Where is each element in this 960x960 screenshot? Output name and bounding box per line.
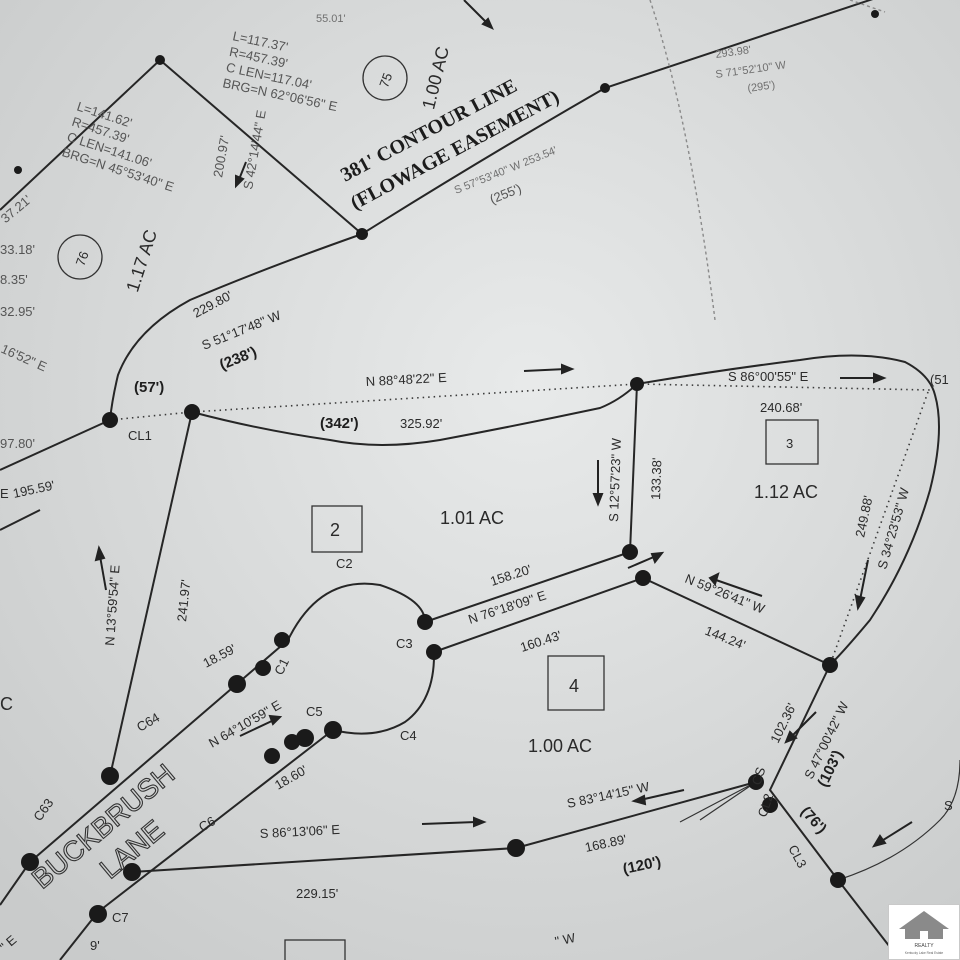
curve-c4: C4: [400, 728, 417, 743]
parcel-2-area: 1.01 AC: [440, 508, 504, 528]
parcel-2-box: [311, 505, 363, 553]
parcel-76-number: 76: [73, 249, 92, 268]
realtor-logo: REALTY Kentucky Lake Real Estate: [888, 904, 960, 960]
line-cs: CS: [749, 765, 769, 787]
record-distance-57: (57'): [134, 379, 164, 396]
road-line-north: [29, 639, 289, 863]
distance-133: 133.38': [648, 457, 664, 500]
distance-32: 32.95': [0, 304, 35, 319]
curve-76-line: [159, 59, 363, 235]
distance-325: 325.92': [400, 416, 442, 431]
house-icon: [899, 911, 949, 939]
curve-c7: C7: [112, 910, 129, 925]
lot2-3-divider: [629, 383, 638, 553]
contour-wavy: [191, 383, 638, 446]
parcel-75-number: 75: [376, 71, 395, 90]
west-road-line-2: [0, 509, 41, 531]
parcel-4-box: [547, 655, 605, 711]
parcel-76-circle: [57, 234, 103, 280]
cul-de-sac: [287, 582, 426, 641]
logo-line-2: Kentucky Lake Real Estate: [905, 951, 943, 955]
curve-c5: C5: [306, 704, 323, 719]
edge-e: E: [0, 486, 9, 501]
line-cl2: CL2: [755, 792, 777, 819]
parcel-3-area: 1.12 AC: [754, 482, 818, 502]
parcel-2-number: 2: [330, 520, 340, 540]
east-faint-line: [837, 759, 960, 881]
parcel-4-area: 1.00 AC: [528, 736, 592, 756]
west-road-line: [0, 419, 111, 471]
distance-55: 55.01': [316, 13, 346, 25]
distance-241: 241.97': [174, 579, 193, 623]
line-cl1: CL1: [128, 428, 152, 443]
parcel-3-box: [765, 419, 819, 465]
distance-8: 8.35': [0, 272, 28, 287]
curve-c6: C6: [196, 813, 218, 834]
bearing-lot2-west: N 13°59'54" E: [102, 564, 123, 646]
parcel-edge-box: [284, 939, 346, 960]
contour-line-upper: [361, 0, 874, 235]
edge-s: S: [944, 798, 953, 813]
curve-c3: C3: [396, 636, 413, 651]
edge-c: C: [0, 694, 13, 714]
bearing-south-line: S 86°13'06" E: [259, 822, 340, 841]
parcel-3-number: 3: [786, 436, 793, 451]
distance-240: 240.68': [760, 400, 802, 415]
direction-arrows: [94, 0, 913, 848]
distance-97: 97.80': [0, 436, 35, 451]
contour-wavy-east: [636, 354, 940, 666]
lot2-south-line: [424, 551, 631, 623]
north-boundary-line: [0, 59, 161, 211]
edge-w: " W: [554, 930, 578, 949]
lot4-south-line: [515, 781, 757, 849]
faint-line-top: [649, 0, 716, 321]
edge-label-51: (51: [930, 372, 949, 387]
parcel-4-number: 4: [569, 676, 579, 696]
curve-c1: C1: [271, 656, 292, 678]
bearing-north-lot3: S 86°00'55" E: [728, 369, 809, 384]
survey-pins: [14, 10, 879, 923]
logo-line-1: REALTY: [914, 943, 934, 949]
lot-south-line: [131, 847, 517, 873]
bearing-lot2-3: S 12°57'23" W: [606, 437, 624, 522]
record-distance-295: (295'): [747, 79, 776, 95]
lot4-east-line: [768, 664, 839, 881]
cul-de-sac-lower: [332, 651, 436, 735]
lot2-west-line: [109, 411, 193, 777]
curve-c2: C2: [336, 556, 353, 571]
distance-200: 200.97': [210, 134, 232, 178]
parcel-75-circle: [362, 55, 408, 101]
distance-229-15: 229.15': [296, 886, 338, 901]
road-line-south: [97, 729, 334, 913]
distance-293: 293.98': [715, 44, 752, 61]
faint-line-top-2: [849, 0, 886, 13]
distance-33: 33.18': [0, 242, 35, 257]
record-distance-342: (342'): [320, 415, 359, 432]
contour-line-lower: [109, 233, 363, 421]
bearing-north-lot2: N 88°48'22" E: [365, 370, 447, 389]
edge-9: 9': [90, 938, 100, 953]
